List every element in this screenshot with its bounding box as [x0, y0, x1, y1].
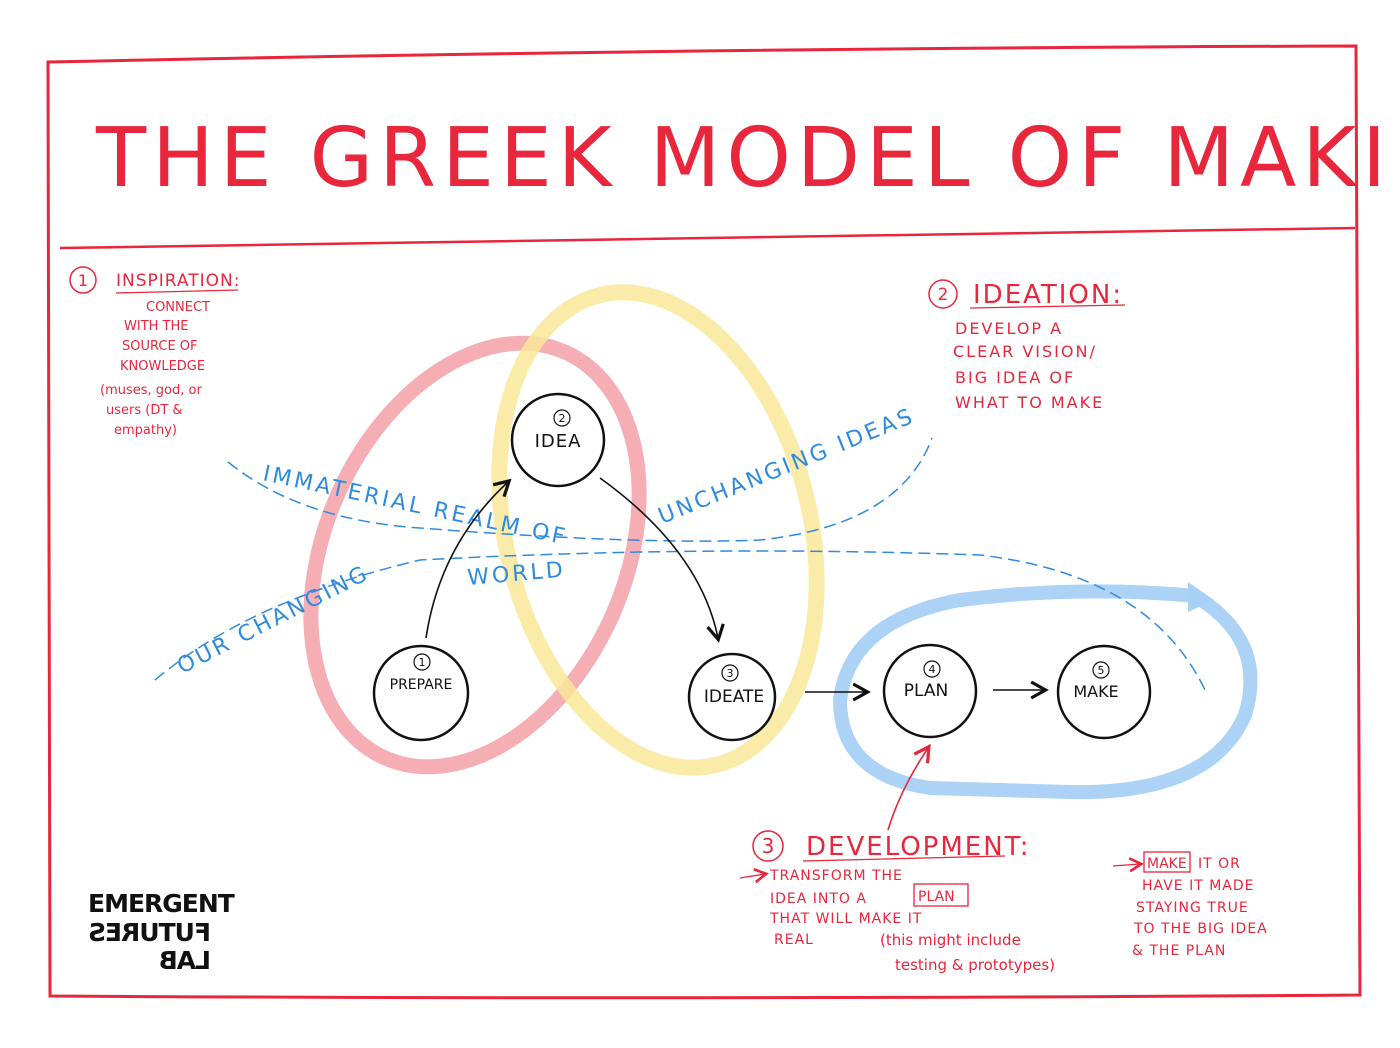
make-first-line-rest: IT OR	[1198, 856, 1241, 872]
development-number: 3	[762, 834, 775, 858]
inspiration-line-7: empathy)	[114, 423, 177, 438]
inspiration-line-4: KNOWLEDGE	[120, 359, 205, 374]
inspiration-number: 1	[78, 271, 88, 290]
development-aside-2: testing & prototypes)	[895, 956, 1055, 974]
page-title: THE GREEK MODEL OF MAKING	[95, 111, 1400, 206]
development-line-3: THAT WILL MAKE IT	[769, 911, 922, 927]
node-ideate-number: 3	[727, 667, 734, 680]
logo-line-2: FUTURES	[89, 918, 211, 947]
note-ideation: 2 IDEATION: DEVELOP A CLEAR VISION/ BIG …	[928, 279, 1126, 412]
node-prepare-label: PREPARE	[390, 677, 453, 693]
lower-realm-line	[154, 550, 1206, 691]
make-line-3: TO THE BIG IDEA	[1133, 921, 1268, 937]
node-idea-number: 2	[559, 412, 566, 425]
blue-loop-arrowhead	[1188, 582, 1214, 612]
logo-line-3: LAB	[160, 946, 211, 975]
ideation-line-4: WHAT TO MAKE	[955, 393, 1104, 412]
yellow-loop	[491, 284, 825, 776]
arrow-idea-to-ideate	[599, 477, 718, 638]
inspiration-heading: INSPIRATION:	[116, 271, 240, 291]
arrow-prepare-to-idea	[425, 482, 508, 639]
upper-realm-line	[227, 437, 933, 542]
node-ideate-label: IDEATE	[704, 687, 764, 707]
frame-border	[46, 44, 1362, 1000]
ideation-number: 2	[938, 285, 949, 305]
ideation-line-3: BIG IDEA OF	[955, 368, 1075, 387]
node-plan-label: PLAN	[904, 681, 948, 701]
development-aside-1: (this might include	[880, 931, 1021, 949]
make-line-2: STAYING TRUE	[1136, 900, 1249, 916]
inspiration-line-2: WITH THE	[124, 319, 188, 334]
ideation-line-1: DEVELOP A	[955, 319, 1063, 338]
lower-realm-text-1: OUR CHANGING	[173, 561, 373, 680]
development-heading: DEVELOPMENT:	[806, 832, 1030, 862]
development-line-1: TRANSFORM THE	[769, 868, 903, 884]
inspiration-line-6: users (DT &	[106, 403, 183, 418]
development-line-2: IDEA INTO A	[770, 891, 867, 907]
make-line-1: HAVE IT MADE	[1142, 878, 1255, 894]
blue-loop	[832, 584, 1258, 800]
ideation-line-2: CLEAR VISION/	[953, 342, 1097, 361]
node-make: 5 MAKE	[1056, 644, 1152, 740]
title-divider	[59, 226, 1356, 250]
development-line-4: REAL	[774, 932, 814, 948]
logo-line-1: EMERGENT	[88, 889, 235, 918]
lower-realm-text-2: WORLD	[466, 557, 566, 590]
inspiration-line-1: CONNECT	[146, 300, 210, 315]
node-plan: 4 PLAN	[882, 643, 978, 739]
node-idea-label: IDEA	[535, 431, 582, 452]
development-plan-box: PLAN	[918, 889, 955, 905]
node-idea: 2 IDEA	[510, 392, 606, 488]
node-prepare-number: 1	[419, 656, 426, 669]
node-plan-number: 4	[929, 663, 936, 676]
inspiration-line-3: SOURCE OF	[122, 339, 198, 354]
node-ideate: 3 IDEATE	[687, 652, 777, 742]
node-make-label: MAKE	[1073, 682, 1118, 701]
arrow-development-to-plan	[887, 748, 928, 831]
emergent-futures-lab-logo: EMERGENT FUTURES LAB	[88, 889, 236, 975]
note-inspiration: 1 INSPIRATION: CONNECT WITH THE SOURCE O…	[69, 266, 240, 438]
make-box: MAKE	[1147, 856, 1187, 872]
make-line-4: & THE PLAN	[1132, 943, 1226, 959]
node-prepare: 1 PREPARE	[372, 644, 470, 742]
note-make: MAKE IT OR HAVE IT MADE STAYING TRUE TO …	[1112, 851, 1268, 959]
inspiration-line-5: (muses, god, or	[100, 383, 202, 398]
node-make-number: 5	[1098, 664, 1105, 677]
note-development: 3 DEVELOPMENT: TRANSFORM THE IDEA INTO A…	[739, 830, 1055, 974]
pink-loop	[303, 335, 647, 775]
